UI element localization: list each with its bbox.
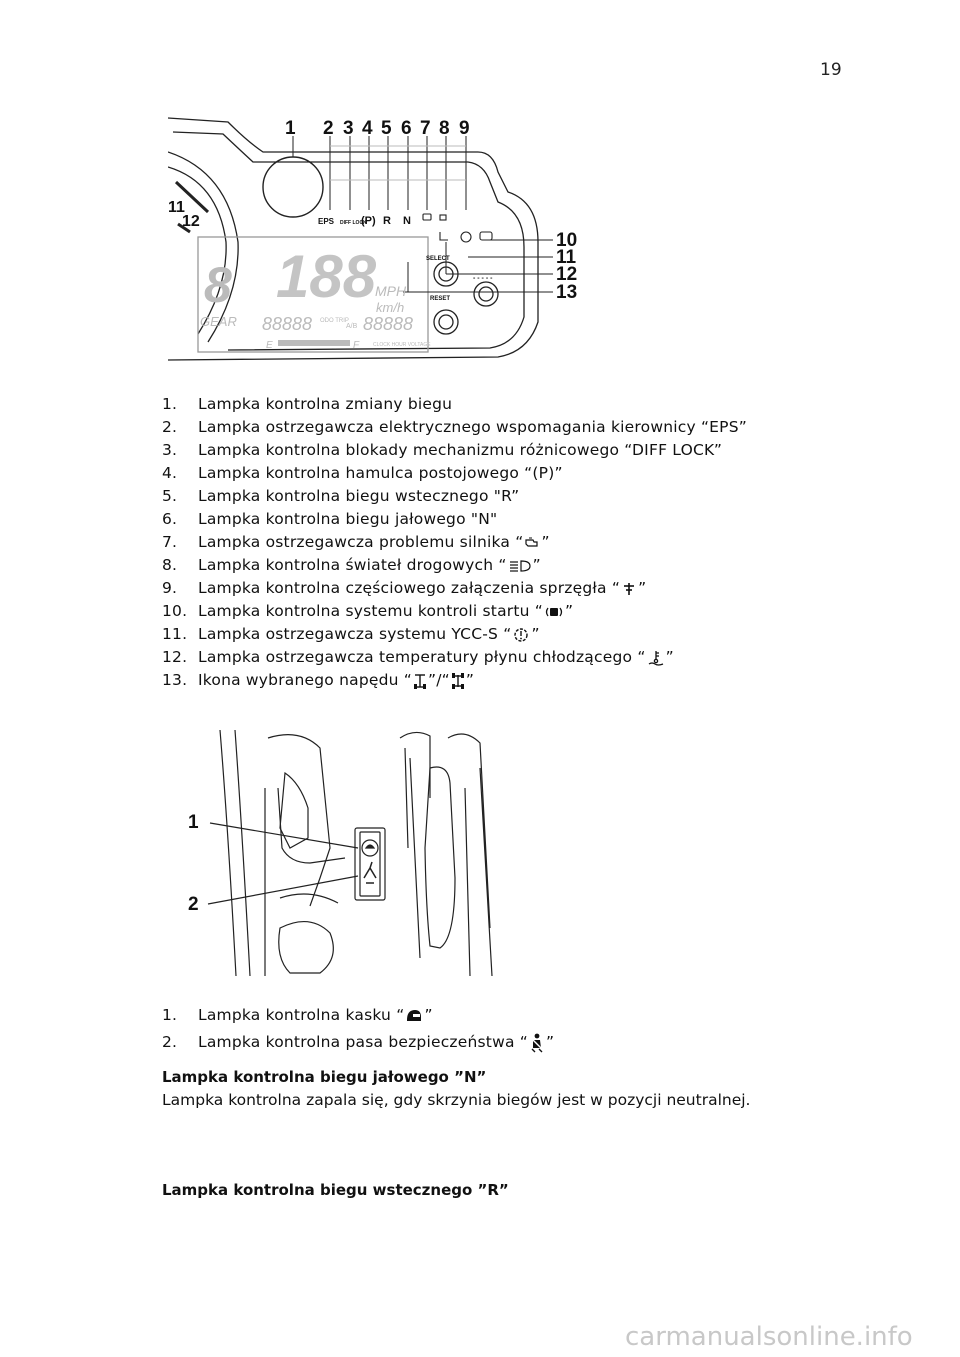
parking-label: (P) (361, 215, 376, 227)
callout-9: 9 (459, 118, 470, 139)
handlebar-figure: 1 2 (188, 729, 493, 977)
dashes-label: - - - - - (473, 275, 493, 282)
svg-text:8: 8 (204, 257, 232, 313)
seat-belt-icon (531, 1033, 543, 1052)
clutch-icon (624, 582, 635, 595)
callout-1: 1 (188, 812, 199, 833)
list-item: 2.Lampka ostrzegawcza elektrycznego wspo… (162, 418, 747, 436)
list-item: 7.Lampka ostrzegawcza problemu silnika “… (162, 533, 550, 551)
callout-8: 8 (439, 118, 450, 139)
callout-2: 2 (188, 894, 199, 915)
callout-5: 5 (381, 118, 392, 139)
list-item: 5.Lampka kontrolna biegu wstecznego "R” (162, 487, 520, 505)
select-button[interactable] (433, 261, 459, 287)
list-item: 2.Lampka kontrolna pasa bezpieczeństwa “… (162, 1033, 555, 1052)
engine-icon (525, 537, 539, 547)
coolant-temperature-icon (648, 650, 663, 666)
reset-button[interactable] (433, 309, 459, 335)
gear-label: GEAR (200, 314, 237, 329)
drive-2wd-icon (414, 673, 427, 689)
indicator-list: 1.Lampka kontrolna zmiany biegu 2.Lampka… (162, 393, 747, 692)
high-beam-icon (509, 559, 531, 572)
page-number: 19 (820, 60, 842, 80)
helmet-icon (407, 1009, 422, 1021)
list-item: 10.Lampka kontrolna systemu kontroli sta… (162, 602, 574, 620)
reverse-label: R (383, 215, 391, 227)
callout-6: 6 (401, 118, 412, 139)
odo-trip-label: ODO TRIP (320, 318, 349, 324)
clock-label: CLOCK HOUR VOLTAGE (373, 342, 431, 348)
section-heading-neutral: Lampka kontrolna biegu jałowego ”N” (162, 1068, 487, 1086)
ycc-s-icon (514, 627, 529, 642)
list-item: 1.Lampka kontrolna zmiany biegu (162, 395, 453, 413)
list-item: 3.Lampka kontrolna blokady mechanizmu ró… (162, 441, 723, 459)
callout-10: 10 (556, 230, 577, 251)
speed-digits: 188 (276, 243, 377, 310)
callout-13: 13 (556, 282, 577, 303)
section-body-neutral: Lampka kontrolna zapala się, gdy skrzyni… (162, 1091, 751, 1109)
neutral-label: N (403, 215, 411, 227)
list-item: 12.Lampka ostrzegawcza temperatury płynu… (162, 648, 674, 666)
callout-12: 12 (556, 264, 577, 285)
handlebar-indicator-list: 1.Lampka kontrolna kasku “” 2.Lampka kon… (162, 1002, 554, 1056)
callout-4: 4 (362, 118, 373, 139)
fuel-e-label: E (266, 340, 273, 351)
list-item: 8.Lampka kontrolna świateł drogowych “” (162, 556, 541, 574)
reset-label: RESET (430, 296, 450, 302)
callout-7: 7 (420, 118, 431, 139)
dashboard-figure: 1 2 3 4 5 6 7 8 9 10 11 12 13 EPS DIFF L… (168, 117, 577, 361)
diff-lock-label: DIFF LOCK (340, 220, 367, 226)
mph-label: MPH (375, 283, 407, 299)
callout-1: 1 (285, 118, 296, 139)
callout-2: 2 (323, 118, 334, 139)
list-item: 13.Ikona wybranego napędu “”/“” (162, 671, 475, 689)
list-item: 9.Lampka kontrolna częściowego załączeni… (162, 579, 647, 597)
list-item: 1.Lampka kontrolna kasku “” (162, 1006, 433, 1024)
watermark: carmanualsonline.info (625, 1322, 913, 1352)
callout-11: 11 (556, 247, 577, 268)
trip-digits: 88888 (363, 314, 413, 334)
launch-control-icon (545, 607, 563, 616)
tach-12: 12 (182, 213, 200, 230)
callout-3: 3 (343, 118, 354, 139)
drive-4wd-icon (451, 672, 464, 689)
list-item: 6.Lampka kontrolna biegu jałowego "N" (162, 510, 498, 528)
eps-label: EPS (318, 217, 335, 226)
trip-ab-label: A/B (346, 323, 358, 330)
list-item: 4.Lampka kontrolna hamulca postojowego “… (162, 464, 563, 482)
odo-digits: 88888 (262, 314, 312, 334)
fuel-f-label: F (353, 340, 360, 351)
list-item: 11.Lampka ostrzegawcza systemu YCC-S “” (162, 625, 540, 643)
select-label: SELECT (426, 256, 450, 262)
section-heading-reverse: Lampka kontrolna biegu wstecznego ”R” (162, 1181, 509, 1199)
kmh-label: km/h (376, 300, 404, 315)
tach-11: 11 (168, 199, 185, 216)
